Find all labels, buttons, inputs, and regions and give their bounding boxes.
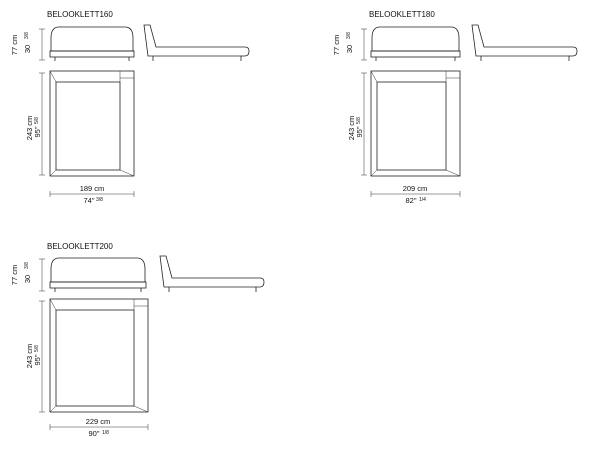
width-cm-label: 189 cm [80, 184, 105, 193]
width-in-label: 90" [88, 429, 99, 438]
width-cm-label: 229 cm [86, 417, 111, 426]
length-in-fraction: 5/8 [34, 117, 40, 124]
height-in-fraction: 3/8 [24, 262, 30, 269]
width-in-fraction: 3/8 [96, 197, 103, 203]
length-cm-label: 243 cm [25, 344, 34, 369]
front-view [49, 257, 147, 292]
front-view [370, 26, 461, 61]
length-dimension: 243 cm 95" 5/8 [347, 72, 367, 176]
bed-title: BELOOKLETT180 [369, 10, 435, 19]
width-in-label: 82" [405, 196, 416, 205]
bed-title: BELOOKLETT160 [47, 10, 113, 19]
height-dimension: 77 cm 30 3/8 [10, 258, 45, 292]
height-cm-label: 77 cm [332, 35, 341, 55]
length-in-fraction: 5/8 [356, 117, 362, 124]
bed-title: BELOOKLETT200 [47, 242, 113, 251]
length-cm-label: 243 cm [25, 116, 34, 141]
plan-view [370, 70, 461, 177]
width-in-fraction: 1/8 [102, 430, 109, 436]
height-dimension: 77 cm 30 3/8 [10, 28, 45, 61]
side-view [471, 24, 578, 61]
side-view [159, 255, 265, 292]
length-in-label: 95" [33, 126, 42, 137]
height-cm-label: 77 cm [10, 265, 19, 285]
bed-block-160: BELOOKLETT160 77 cm 30 3/8 [10, 10, 250, 205]
width-dimension: 189 cm 74" 3/8 [49, 184, 135, 205]
width-in-fraction: 1/4 [419, 197, 426, 203]
length-dimension: 243 cm 95" 5/8 [25, 72, 45, 176]
width-dimension: 229 cm 90" 1/8 [49, 417, 149, 438]
plan-view [49, 298, 149, 413]
length-in-label: 95" [355, 126, 364, 137]
width-in-label: 74" [83, 196, 94, 205]
height-in-fraction: 3/8 [24, 32, 30, 39]
bed-block-180: BELOOKLETT180 77 cm 30 3/8 2 [332, 10, 578, 205]
height-in-label: 30 [23, 275, 32, 283]
height-dimension: 77 cm 30 3/8 [332, 28, 367, 61]
front-view [49, 26, 135, 61]
height-cm-label: 77 cm [10, 35, 19, 55]
height-in-fraction: 3/8 [346, 32, 352, 39]
height-in-label: 30 [345, 45, 354, 53]
length-in-fraction: 5/8 [34, 345, 40, 352]
side-view [143, 24, 250, 61]
length-in-label: 95" [33, 354, 42, 365]
bed-block-200: BELOOKLETT200 77 cm 30 3/8 2 [10, 242, 265, 438]
width-dimension: 209 cm 82" 1/4 [370, 184, 461, 205]
length-dimension: 243 cm 95" 5/8 [25, 300, 45, 413]
width-cm-label: 209 cm [403, 184, 428, 193]
plan-view [49, 70, 135, 177]
length-cm-label: 243 cm [347, 116, 356, 141]
height-in-label: 30 [23, 45, 32, 53]
